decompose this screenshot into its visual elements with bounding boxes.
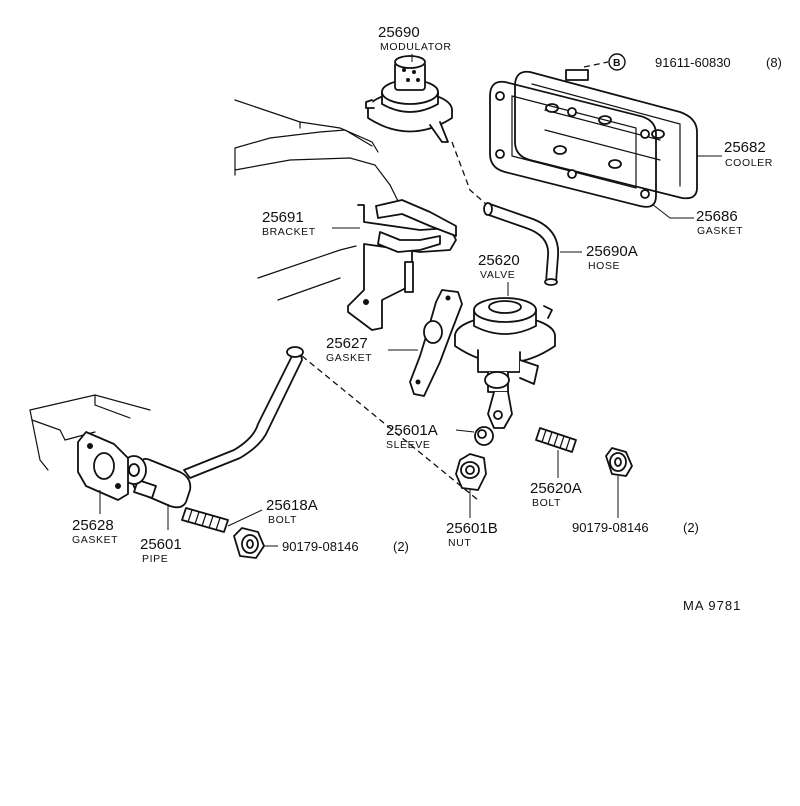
modulator-part[interactable] [365,55,453,143]
pipe-gasket-part-name: GASKET [72,534,118,546]
bracket-part[interactable] [347,199,457,331]
fastener-qty: (8) [766,55,782,70]
cooler-gasket-part-number: 25686 [696,208,738,225]
pipe-part-name: PIPE [142,553,168,565]
pipe-part[interactable] [121,346,304,509]
callout-pipe: 25601 PIPE [140,536,182,565]
left-nut-part[interactable] [233,527,265,559]
callout-cooler-gasket: 25686 GASKET [696,208,743,237]
manifold-outline [29,394,151,471]
sleeve-part-number: 25601A [386,422,438,439]
valve-bolt-part[interactable] [535,427,577,453]
hose-part-number: 25690A [586,243,638,260]
callout-valve: 25620 VALVE [478,252,520,281]
hose-part-name: HOSE [588,260,620,272]
valve-bolt-part-name: BOLT [532,497,561,509]
diagram-id-code: MA 9781 [683,598,741,613]
pipe-bolt-part-number: 25618A [266,497,318,514]
valve-part-name: VALVE [480,269,515,281]
nut-part-name: NUT [448,537,471,549]
valve-gasket-part-number: 25627 [326,335,368,352]
pipe-gasket-part[interactable] [77,431,129,501]
valve-part-number: 25620 [478,252,520,269]
callout-right-nut: 90179-08146 (2) [572,520,699,535]
hose-part[interactable] [483,202,559,286]
valve-gasket-part-name: GASKET [326,352,372,364]
pipe-bolt-part-name: BOLT [268,514,297,526]
modulator-part-name: MODULATOR [380,41,452,53]
nut-part[interactable] [455,453,487,491]
cooler-gasket-part-name: GASKET [697,225,743,237]
assembly-dashed-lines [301,61,609,501]
engine-block-outline [234,99,401,301]
valve-bolt-part-number: 25620A [530,480,582,497]
nut-part-number: 25601B [446,520,498,537]
callout-modulator: 25690 MODULATOR [378,24,452,53]
cooler-part-name: COOLER [725,157,773,169]
leader-lines [99,54,722,547]
callout-sleeve: 25601A SLEEVE [386,422,438,451]
callout-cooler: 25682 COOLER [724,139,773,169]
fastener-marker: B [613,57,621,69]
callout-pipe-gasket: 25628 GASKET [72,517,118,546]
callout-bracket: 25691 BRACKET [262,209,316,238]
callout-pipe-bolt: 25618A BOLT [266,497,318,526]
cooler-gasket-part[interactable] [489,80,657,208]
bracket-part-name: BRACKET [262,226,316,238]
callout-nut: 25601B NUT [446,520,498,549]
callout-left-nut: 90179-08146 (2) [282,539,409,554]
callout-fastener-b: B 91611-60830 (8) [608,53,782,71]
right-nut-part[interactable] [605,447,633,477]
right-nut-part-number: 90179-08146 [572,520,649,535]
pipe-part-number: 25601 [140,536,182,553]
callout-valve-bolt: 25620A BOLT [530,480,582,509]
left-nut-part-number: 90179-08146 [282,539,359,554]
cooler-part[interactable] [514,69,698,200]
valve-gasket-part[interactable] [409,289,463,397]
sleeve-part[interactable] [474,426,494,446]
left-nut-qty: (2) [393,539,409,554]
cooler-part-number: 25682 [724,139,766,156]
pipe-bolt-part[interactable] [181,507,229,533]
pipe-gasket-part-number: 25628 [72,517,114,534]
right-nut-qty: (2) [683,520,699,535]
callout-valve-gasket: 25627 GASKET [326,335,372,364]
callout-hose: 25690A HOSE [586,243,638,272]
valve-part[interactable] [454,297,556,429]
modulator-part-number: 25690 [378,24,420,41]
fastener-part-number: 91611-60830 [655,55,731,70]
bracket-part-number: 25691 [262,209,304,226]
sleeve-part-name: SLEEVE [386,439,430,451]
